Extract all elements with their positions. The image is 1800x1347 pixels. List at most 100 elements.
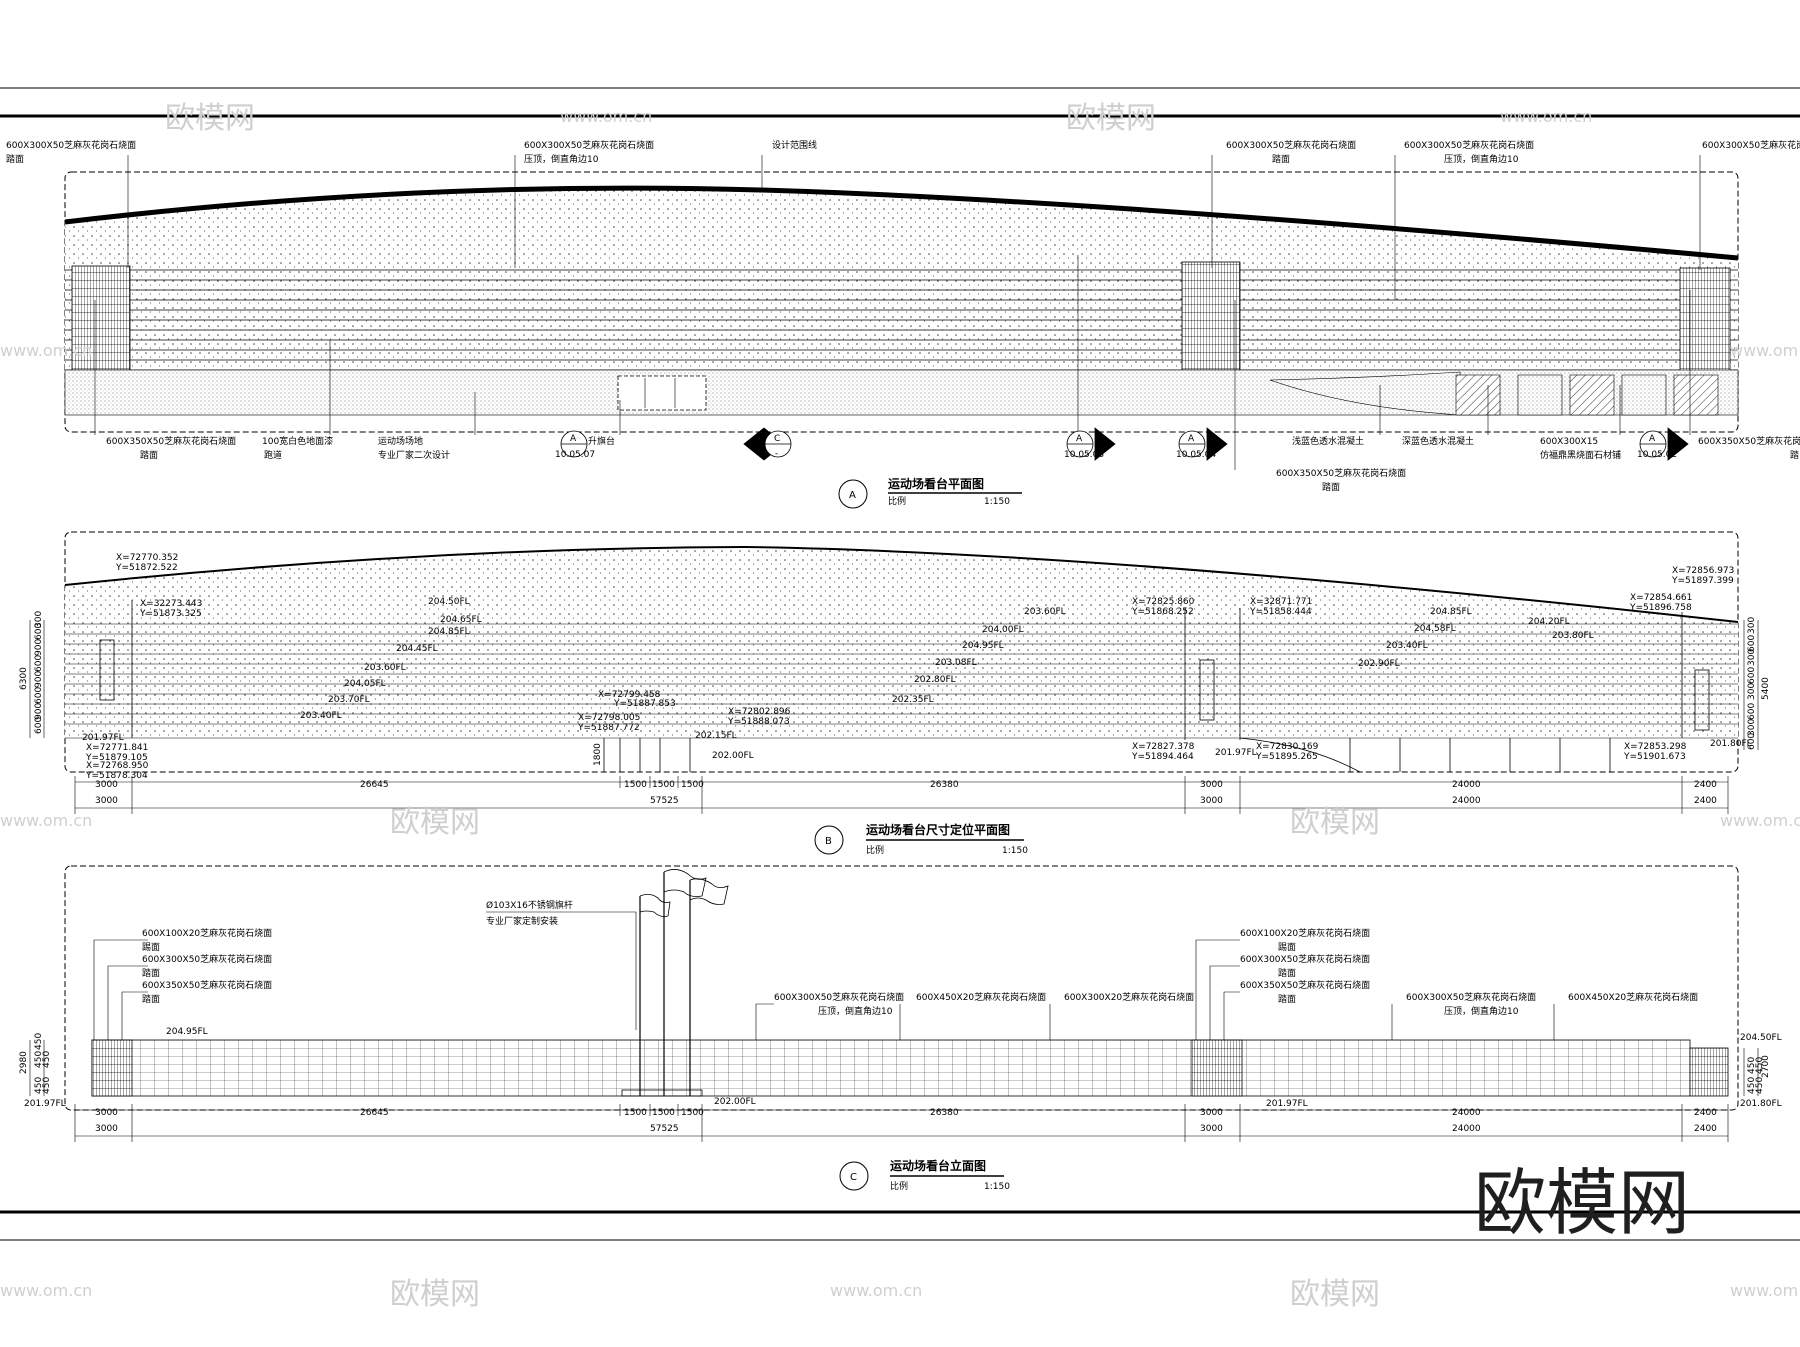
svg-text:A: A <box>1076 434 1083 444</box>
svg-text:24000: 24000 <box>1452 1108 1481 1118</box>
svg-text:3000: 3000 <box>95 1108 118 1118</box>
svg-text:202.35FL: 202.35FL <box>892 695 934 705</box>
svg-text:204.85FL: 204.85FL <box>1430 607 1472 617</box>
svg-text:202.00FL: 202.00FL <box>712 751 754 761</box>
svg-text:600X450X20芝麻灰花岗石烧面: 600X450X20芝麻灰花岗石烧面 <box>916 991 1046 1003</box>
svg-text:203.80FL: 203.80FL <box>1552 631 1594 641</box>
svg-text:24000: 24000 <box>1452 1124 1481 1134</box>
plan-a: 600X300X50芝麻灰花岗石烧面 踏面 600X300X50芝麻灰花岗石烧面… <box>6 139 1800 509</box>
svg-text:600X300X15: 600X300X15 <box>1540 437 1598 447</box>
svg-text:比例: 比例 <box>866 844 884 856</box>
svg-text:压顶，倒直角边10: 压顶，倒直角边10 <box>1444 1005 1519 1017</box>
svg-text:3000: 3000 <box>1200 780 1223 790</box>
svg-text:450: 450 <box>34 1051 44 1068</box>
svg-text:踏面: 踏面 <box>6 153 24 165</box>
svg-text:204.05FL: 204.05FL <box>344 679 386 689</box>
svg-text:300: 300 <box>1747 719 1757 736</box>
svg-text:1800: 1800 <box>593 743 603 766</box>
svg-text:450: 450 <box>34 1077 44 1094</box>
svg-text:204.50FL: 204.50FL <box>1740 1033 1782 1043</box>
svg-text:10.05.07: 10.05.07 <box>555 450 595 460</box>
svg-text:600X300X50芝麻灰花岗石烧面: 600X300X50芝麻灰花岗石烧面 <box>142 953 272 965</box>
svg-text:踏面: 踏面 <box>1278 993 1296 1005</box>
svg-text:www.om.cn: www.om.cn <box>830 1281 922 1300</box>
svg-text:Y=51895.265: Y=51895.265 <box>1255 752 1318 762</box>
svg-text:1500: 1500 <box>652 780 675 790</box>
plan-b: X=72770.352 Y=51872.522 X=32273.443 Y=51… <box>19 531 1771 856</box>
section-marker-icon: A 10.05.02 <box>1637 427 1689 461</box>
plan-a-callouts-top: 600X300X50芝麻灰花岗石烧面 踏面 600X300X50芝麻灰花岗石烧面… <box>6 139 1800 165</box>
svg-text:Ø103X16不锈钢旗杆: Ø103X16不锈钢旗杆 <box>486 899 573 911</box>
plan-b-title: 运动场看台尺寸定位平面图 <box>866 822 1010 837</box>
svg-text:201.97FL: 201.97FL <box>1215 748 1257 758</box>
svg-text:Y=51894.464: Y=51894.464 <box>1131 752 1194 762</box>
svg-text:X=72854.661: X=72854.661 <box>1630 593 1692 603</box>
svg-text:1500: 1500 <box>624 780 647 790</box>
elev-c-wall <box>91 1039 1691 1097</box>
svg-text:600X350X50芝麻灰花岗石烧面: 600X350X50芝麻灰花岗石烧面 <box>1240 979 1370 991</box>
svg-text:X=72771.841: X=72771.841 <box>86 743 148 753</box>
svg-text:A: A <box>1188 434 1195 444</box>
svg-text:600X300X50芝麻灰花岗石烧面: 600X300X50芝麻灰花岗石烧面 <box>1240 953 1370 965</box>
elev-c-stair-left <box>91 1039 133 1097</box>
svg-text:600X300X50芝麻灰花岗石烧面: 600X300X50芝麻灰花岗石烧面 <box>524 139 654 151</box>
svg-text:www.om.cn: www.om.cn <box>1500 107 1592 126</box>
svg-text:比例: 比例 <box>888 495 906 507</box>
section-marker-icon: A 10.05.04 <box>1176 427 1228 461</box>
svg-text:C: C <box>850 1172 857 1183</box>
svg-text:600X450X20芝麻灰花岗石烧面: 600X450X20芝麻灰花岗石烧面 <box>1568 991 1698 1003</box>
plan-b-stand-fill <box>65 547 1738 738</box>
svg-text:600X100X20芝麻灰花岗石烧面: 600X100X20芝麻灰花岗石烧面 <box>142 927 272 939</box>
plan-a-callouts-bottom: 600X350X50芝麻灰花岗石烧面 踏面 100宽白色地面漆 跑道 运动场场地… <box>106 435 1800 493</box>
elev-c-levels: 204.95FL 201.97FL 202.00FL 201.97FL 204.… <box>24 1027 1782 1109</box>
svg-text:204.45FL: 204.45FL <box>396 644 438 654</box>
plan-b-dims-horizontal <box>74 776 1729 814</box>
flagpoles <box>621 869 729 1097</box>
plan-a-title: 运动场看台平面图 <box>888 476 984 491</box>
svg-text:203.60FL: 203.60FL <box>1024 607 1066 617</box>
sheet-frame <box>0 87 1800 1241</box>
plan-a-stand-fill <box>65 188 1738 415</box>
svg-text:600X300X50芝麻灰花岗石烧面: 600X300X50芝麻灰花岗石烧面 <box>774 991 904 1003</box>
svg-text:204.20FL: 204.20FL <box>1528 617 1570 627</box>
svg-text:专业厂家定制安装: 专业厂家定制安装 <box>486 915 558 927</box>
svg-text:900: 900 <box>34 639 44 656</box>
svg-text:201.97FL: 201.97FL <box>82 733 124 743</box>
svg-text:201.80FL: 201.80FL <box>1710 739 1752 749</box>
elev-c-stair-right <box>1689 1047 1729 1097</box>
svg-text:踏面: 踏面 <box>142 967 160 979</box>
svg-text:Y=51887.853: Y=51887.853 <box>613 699 676 709</box>
flag-platform <box>617 375 707 411</box>
svg-text:A: A <box>849 490 856 501</box>
svg-text:-: - <box>775 449 778 459</box>
svg-text:3000: 3000 <box>1200 1124 1223 1134</box>
svg-text:204.00FL: 204.00FL <box>982 625 1024 635</box>
svg-text:3000: 3000 <box>95 780 118 790</box>
svg-text:Y=51858.444: Y=51858.444 <box>1249 607 1312 617</box>
svg-text:踢面: 踢面 <box>1278 942 1296 953</box>
svg-text:3000: 3000 <box>95 796 118 806</box>
svg-text:www.om.cn: www.om.cn <box>1720 811 1800 830</box>
svg-text:10.05.03: 10.05.03 <box>1064 450 1104 460</box>
svg-text:2400: 2400 <box>1694 780 1717 790</box>
svg-text:1500: 1500 <box>624 1108 647 1118</box>
svg-text:压顶，倒直角边10: 压顶，倒直角边10 <box>524 153 599 165</box>
svg-text:2400: 2400 <box>1694 1108 1717 1118</box>
svg-text:450: 450 <box>42 1077 52 1094</box>
svg-text:201.97FL: 201.97FL <box>24 1099 66 1109</box>
elev-c-dims-horizontal <box>74 1104 1729 1142</box>
svg-text:2400: 2400 <box>1694 796 1717 806</box>
svg-text:X=72768.950: X=72768.950 <box>86 761 149 771</box>
svg-text:600: 600 <box>1747 733 1757 750</box>
svg-text:203.08FL: 203.08FL <box>935 658 977 668</box>
svg-text:X=32273.443: X=32273.443 <box>140 599 202 609</box>
svg-text:1500: 1500 <box>652 1108 675 1118</box>
plan-a-stair-mid <box>1181 261 1241 371</box>
svg-text:专业厂家二次设计: 专业厂家二次设计 <box>378 449 450 461</box>
flag-icon <box>689 878 729 905</box>
svg-text:踏: 踏 <box>1790 449 1799 461</box>
svg-text:Y=51872.522: Y=51872.522 <box>115 563 178 573</box>
svg-text:300: 300 <box>34 611 44 628</box>
svg-text:Y=51897.399: Y=51897.399 <box>1671 576 1734 586</box>
svg-text:204.65FL: 204.65FL <box>440 615 482 625</box>
